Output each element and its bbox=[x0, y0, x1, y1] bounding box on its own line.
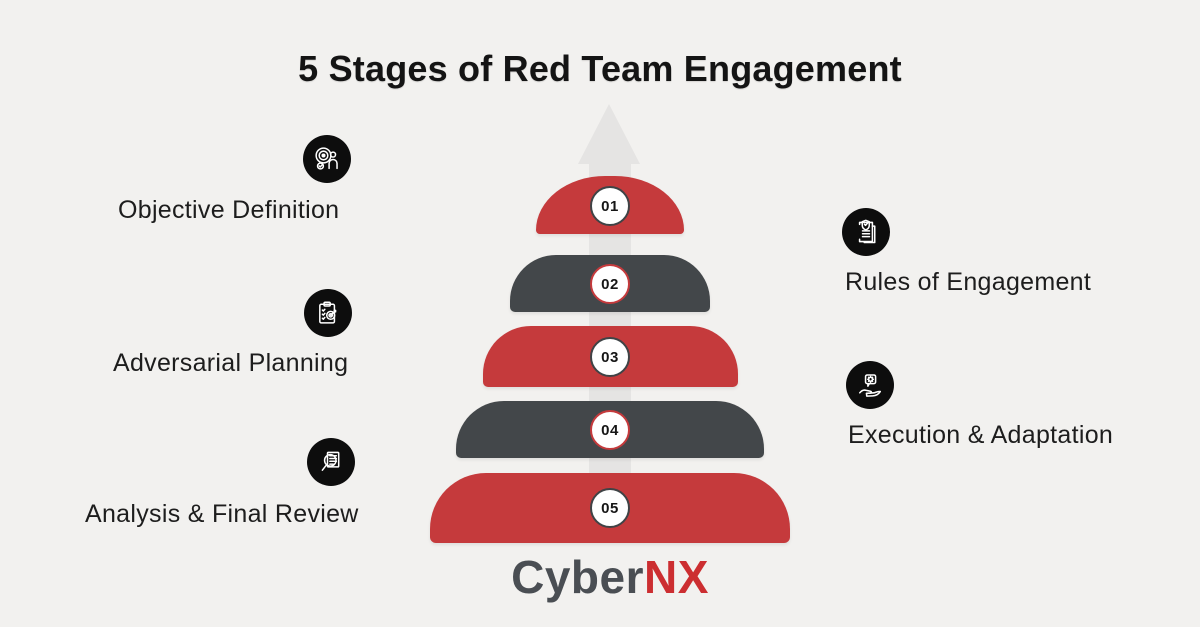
target-person-icon bbox=[303, 135, 351, 183]
document-shield-icon bbox=[842, 208, 890, 256]
stage-number-badge: 02 bbox=[590, 264, 630, 304]
stage-number-badge: 05 bbox=[590, 488, 630, 528]
cybernx-logo: CyberNX bbox=[0, 550, 1200, 604]
logo-text-red: NX bbox=[643, 551, 709, 603]
stage-label-analysis-final-review: Analysis & Final Review bbox=[85, 500, 359, 528]
stage-label-objective-definition: Objective Definition bbox=[118, 196, 340, 224]
hand-gear-icon bbox=[846, 361, 894, 409]
page-title: 5 Stages of Red Team Engagement bbox=[298, 48, 902, 89]
upward-arrow-head-icon bbox=[578, 104, 640, 164]
clipboard-target-icon bbox=[304, 289, 352, 337]
stage-label-rules-of-engagement: Rules of Engagement bbox=[845, 268, 1092, 296]
stage-label-execution-adaptation: Execution & Adaptation bbox=[848, 421, 1114, 449]
logo-text-gray: Cyber bbox=[511, 551, 644, 603]
stage-number-badge: 01 bbox=[590, 186, 630, 226]
stage-number-badge: 04 bbox=[590, 410, 630, 450]
stage-number-badge: 03 bbox=[590, 337, 630, 377]
stage-label-adversarial-planning: Adversarial Planning bbox=[113, 349, 349, 377]
magnifier-document-icon bbox=[307, 438, 355, 486]
